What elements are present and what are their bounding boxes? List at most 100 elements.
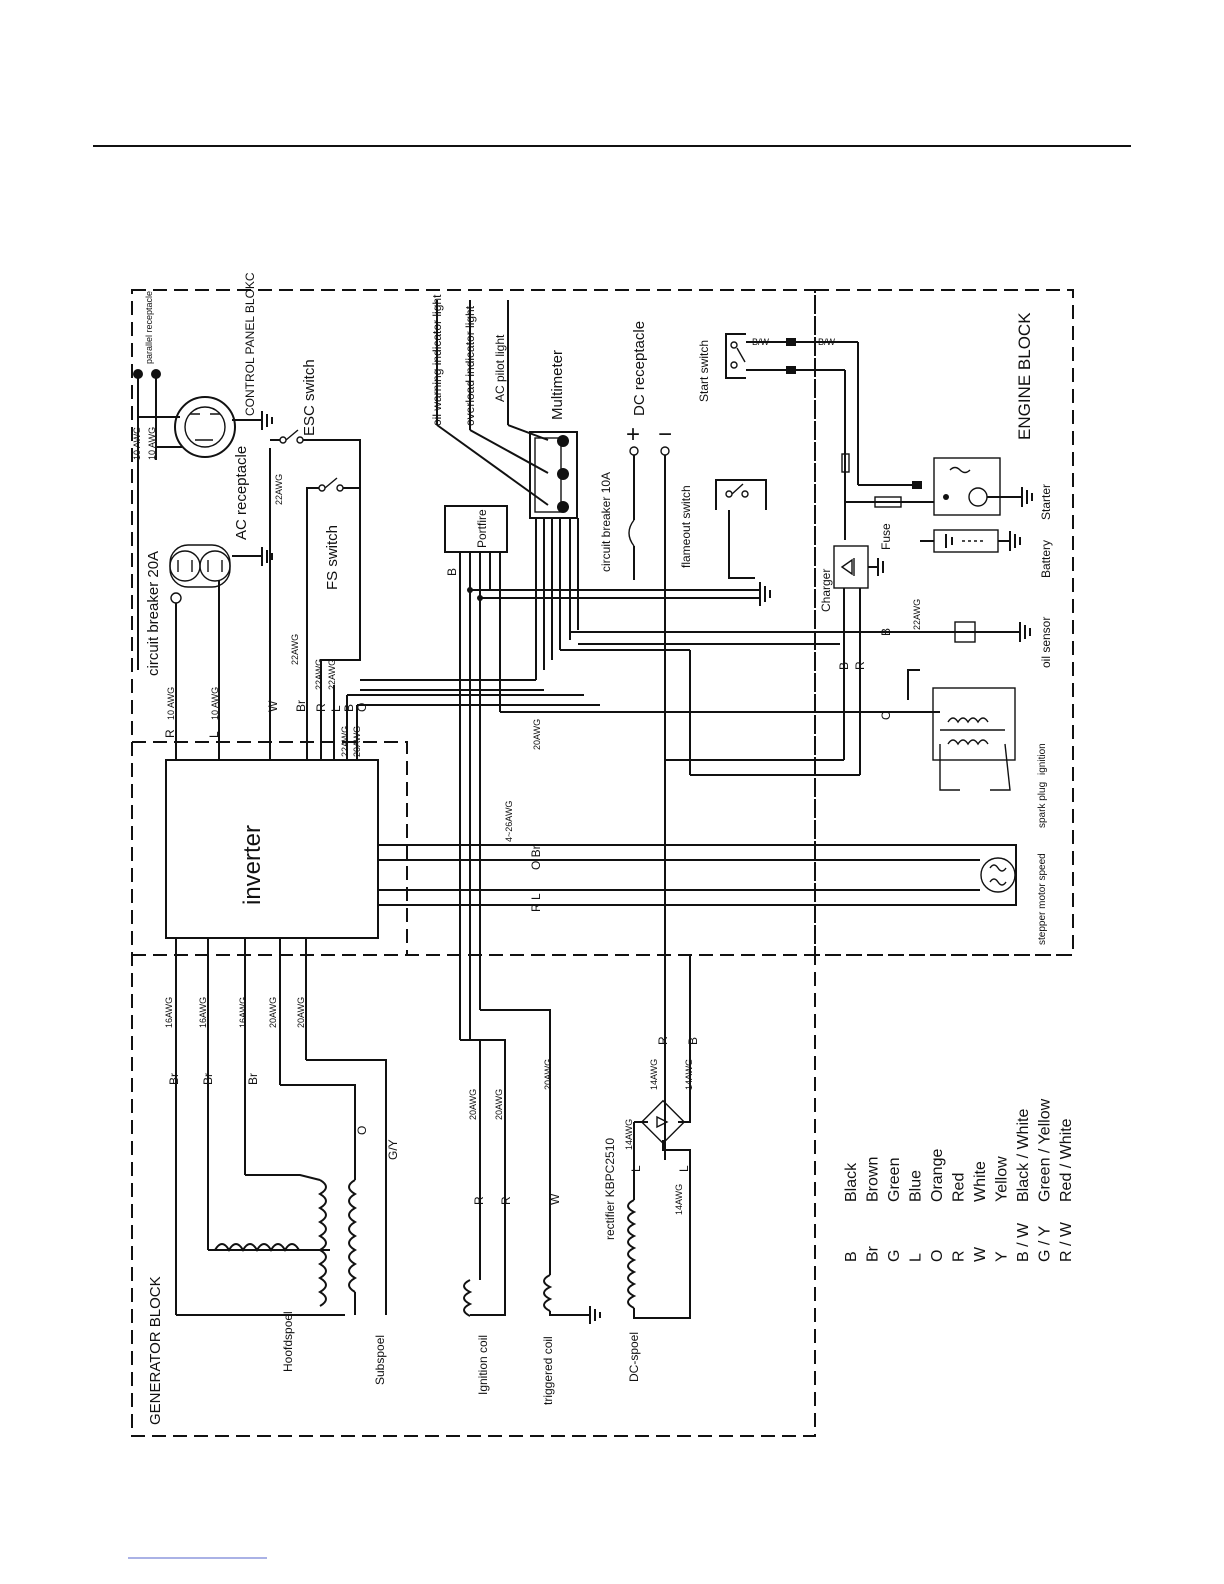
wire-o-panel: O bbox=[355, 703, 369, 712]
multimeter-label: Multimeter bbox=[549, 350, 566, 420]
wire-w-esc: W bbox=[266, 700, 280, 712]
legend-code: O bbox=[929, 1250, 946, 1262]
generator-block-title: GENERATOR BLOCK bbox=[147, 1276, 164, 1425]
control-panel-title: CONTROL PANEL BLOKC bbox=[243, 272, 257, 416]
awg-panel-4: 20AWG bbox=[352, 726, 362, 757]
awg-gen-1: 16AWG bbox=[164, 997, 174, 1028]
legend-code: Br bbox=[865, 1245, 882, 1262]
awg-parallel-1: 10 AWG bbox=[132, 427, 142, 460]
legend-code: L bbox=[908, 1253, 925, 1262]
awg-trig: 20AWG bbox=[543, 1059, 553, 1090]
wire-r-panel: R bbox=[314, 703, 328, 712]
multimeter-box bbox=[529, 431, 578, 519]
ground-triggered bbox=[589, 1306, 601, 1324]
ground-cp-2 bbox=[261, 547, 273, 566]
legend-name: Black / White bbox=[1015, 1109, 1032, 1202]
ground-charger bbox=[868, 558, 884, 576]
oil-sensor-label: oil sensor bbox=[1039, 617, 1053, 668]
esc-switch-label: ESC switch bbox=[301, 359, 318, 436]
legend-name: Green bbox=[886, 1158, 903, 1202]
awg-ign-1: 20AWG bbox=[468, 1089, 478, 1120]
dc-spoel-coil bbox=[627, 1199, 637, 1309]
circuit-breaker-10a-label: circuit breaker 10A bbox=[599, 472, 613, 572]
legend-code: G / Y bbox=[1037, 1226, 1054, 1262]
ignition-coil-symbol bbox=[463, 1279, 473, 1317]
circuit-breaker-10a-symbol bbox=[628, 519, 635, 547]
wire-bw-2: B/W bbox=[818, 337, 836, 347]
start-switch-label: Start switch bbox=[697, 340, 711, 402]
ignition-coil-wires bbox=[460, 1039, 506, 1316]
dc-receptacle-label: DC receptacle bbox=[631, 321, 648, 416]
legend-name: Brown bbox=[865, 1157, 882, 1202]
control-panel-boundary bbox=[132, 741, 408, 955]
wire-l-dc-1: L bbox=[629, 1165, 643, 1172]
circuit-breaker-20a-label: circuit breaker 20A bbox=[145, 551, 162, 676]
engine-block-outline bbox=[814, 289, 1074, 956]
legend-name: Red / White bbox=[1058, 1118, 1075, 1202]
legend-name: Orange bbox=[929, 1149, 946, 1202]
generator-wires bbox=[175, 938, 387, 1316]
fuse-label: Fuse bbox=[879, 523, 893, 550]
awg-panel-3: 22AWG bbox=[340, 726, 350, 757]
legend-name: Black bbox=[843, 1162, 860, 1202]
ground-oil-sensor bbox=[1019, 622, 1031, 642]
portfire-label: Portfire bbox=[475, 509, 489, 548]
wire-b-portfire: B bbox=[445, 568, 459, 576]
wire-b-charger: B bbox=[837, 662, 851, 670]
wire-o-ignition: O bbox=[879, 711, 893, 720]
fs-switch-label: FS switch bbox=[324, 525, 341, 590]
dc-spoel-label: DC-spoel bbox=[627, 1332, 641, 1382]
wire-bw-1: B/W bbox=[752, 337, 770, 347]
stepper-motor-label: stepper motor speed bbox=[1037, 853, 1048, 945]
wire-b-dc: B bbox=[686, 1037, 700, 1045]
engine-block-title: ENGINE BLOCK bbox=[1015, 312, 1034, 440]
triggered-coil-label: triggered coil bbox=[541, 1336, 555, 1405]
awg-stepper: 4~26AWG bbox=[504, 801, 514, 842]
ground-panel bbox=[759, 582, 771, 606]
spark-plug-label: spark plug bbox=[1037, 782, 1048, 828]
wire-r-main: R bbox=[163, 729, 177, 738]
legend-code: Y bbox=[994, 1251, 1011, 1262]
awg-gen-5: 20AWG bbox=[296, 997, 306, 1028]
wire-l-panel: L bbox=[329, 705, 343, 712]
subspoel-label: Subspoel bbox=[373, 1335, 387, 1385]
parallel-receptacle-label: parallel receptacle bbox=[144, 291, 154, 364]
awg-r-main: 10 AWG bbox=[166, 687, 176, 720]
legend-name: Yellow bbox=[994, 1156, 1011, 1202]
legend-code: R / W bbox=[1058, 1221, 1075, 1262]
flameout-switch-symbol bbox=[715, 479, 767, 579]
panel-bundle-wires bbox=[347, 518, 1020, 1040]
wire-b-oil: B bbox=[879, 628, 893, 636]
awg-fs: 22AWG bbox=[290, 634, 300, 665]
inverter-label: inverter bbox=[239, 825, 266, 905]
awg-ign-2: 20AWG bbox=[494, 1089, 504, 1120]
awg-bundle: 20AWG bbox=[532, 719, 542, 750]
portfire-box bbox=[444, 505, 508, 553]
legend-name: Green / Yellow bbox=[1037, 1098, 1054, 1202]
starter-symbol bbox=[933, 457, 1022, 516]
oil-sensor-symbol bbox=[954, 621, 976, 643]
wire-br-fs: Br bbox=[294, 700, 308, 712]
charger-box bbox=[833, 545, 869, 589]
triggered-coil-symbol bbox=[543, 1274, 553, 1312]
awg-gen-2: 16AWG bbox=[198, 997, 208, 1028]
wire-br-gen-3: Br bbox=[246, 1073, 260, 1085]
awg-parallel-2: 10 AWG bbox=[147, 427, 157, 460]
wire-r-charger: R bbox=[853, 661, 867, 670]
legend-code: W bbox=[972, 1246, 989, 1262]
awg-gen-3: 16AWG bbox=[238, 997, 248, 1028]
wire-w-trig: W bbox=[548, 1193, 562, 1205]
wire-o-gen: O bbox=[355, 1126, 369, 1135]
wire-b-panel: B bbox=[342, 704, 356, 712]
legend-name: Blue bbox=[908, 1170, 925, 1202]
legend-code: B / W bbox=[1015, 1222, 1032, 1262]
awg-panel-2: 22AWG bbox=[327, 659, 337, 690]
starter-label: Starter bbox=[1039, 484, 1053, 520]
ignition-label: ignition bbox=[1037, 743, 1048, 775]
wire-r-l-stepper: R L bbox=[529, 893, 543, 912]
wire-r-ign-1: R bbox=[472, 1196, 486, 1205]
charger-label: Charger bbox=[819, 569, 833, 612]
subspoel-coil bbox=[348, 1179, 357, 1293]
fuse-symbol bbox=[874, 496, 902, 508]
legend-name: White bbox=[972, 1161, 989, 1202]
